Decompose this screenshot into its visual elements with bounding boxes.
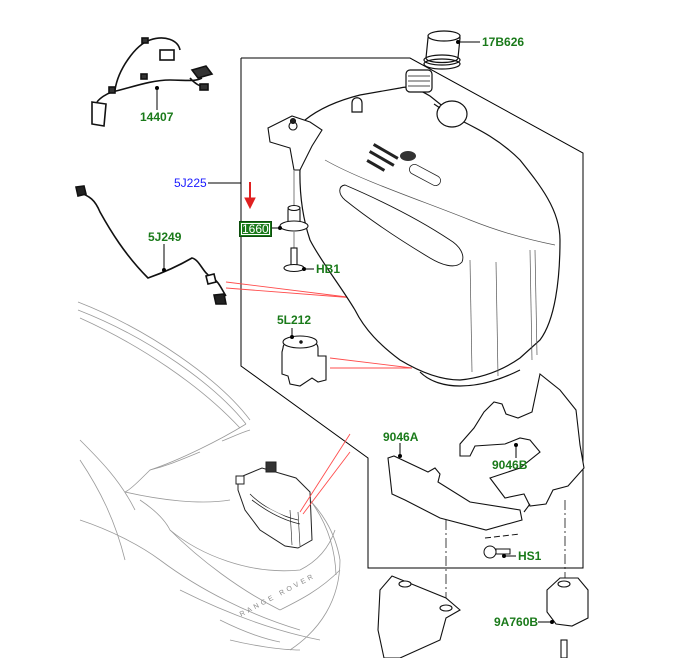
vehicle-badge: RANGE ROVER bbox=[239, 572, 317, 618]
centre-lines bbox=[445, 500, 566, 610]
heater-harness bbox=[75, 185, 227, 305]
def-tank bbox=[299, 69, 561, 387]
grommet-and-bolt bbox=[279, 170, 309, 273]
part-label-5L212[interactable]: 5L212 bbox=[277, 313, 312, 327]
indicator-arrow bbox=[244, 182, 256, 210]
part-label-HS1[interactable]: HS1 bbox=[518, 549, 542, 563]
part-label-5J249[interactable]: 5J249 bbox=[148, 230, 182, 244]
part-label-9046B[interactable]: 9046B bbox=[492, 458, 528, 472]
part-label-9A760B[interactable]: 9A760B bbox=[494, 615, 539, 629]
part-label-HB1[interactable]: HB1 bbox=[316, 262, 341, 276]
tank-embossing bbox=[366, 143, 441, 187]
leader-lines bbox=[155, 40, 554, 624]
wiring-harness bbox=[91, 37, 214, 127]
mount-bracket bbox=[267, 115, 323, 171]
screw-hs1 bbox=[483, 533, 521, 559]
strap-bracket bbox=[387, 455, 531, 531]
pump-module bbox=[281, 335, 327, 387]
part-label-5J225[interactable]: 5J225 bbox=[174, 176, 207, 190]
filler-cap bbox=[423, 30, 461, 70]
vehicle-sketch bbox=[77, 301, 341, 651]
part-label-9046A[interactable]: 9046A bbox=[383, 430, 419, 444]
mounting-brackets bbox=[377, 575, 589, 658]
locator-lines bbox=[225, 281, 413, 515]
part-label-1660[interactable]: 1660 bbox=[239, 221, 272, 237]
assembly-frame bbox=[240, 57, 584, 569]
part-label-14407[interactable]: 14407 bbox=[140, 110, 174, 124]
vehicle-tank-location bbox=[235, 461, 313, 549]
heat-shield bbox=[459, 373, 585, 507]
part-label-17B626[interactable]: 17B626 bbox=[482, 35, 525, 49]
